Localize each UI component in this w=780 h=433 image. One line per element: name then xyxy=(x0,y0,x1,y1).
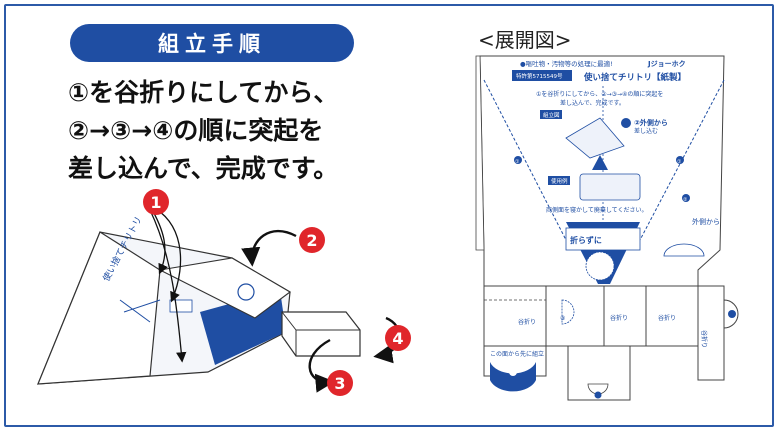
net-caution: 両側面を寝かして廃棄してください。 xyxy=(546,206,647,214)
net-title: <展開図> xyxy=(478,28,572,52)
step-badge-3: 3 xyxy=(327,370,353,396)
step-badge-4: 4 xyxy=(385,325,411,351)
step-badge-2: 2 xyxy=(299,227,325,253)
net-patent: 特許第5715549号 xyxy=(516,72,563,80)
svg-text:1: 1 xyxy=(150,193,161,212)
svg-text:谷折り: 谷折り xyxy=(700,330,708,348)
svg-text:①: ① xyxy=(515,159,520,165)
svg-text:谷折り: 谷折り xyxy=(658,314,676,322)
net-fold-label: 折らずに xyxy=(570,235,602,245)
page-frame xyxy=(4,4,774,427)
instruction-line-3: 差し込んで、完成です。 xyxy=(68,154,339,183)
instruction-line-1: ①を谷折りにしてから、 xyxy=(68,78,339,107)
net-lower-panels: この面から先に組立 谷折り ③ 谷折り 谷折り 谷折り xyxy=(483,285,739,401)
development-net-diagram: ●嘔吐物・汚物等の処理に最適! Jジョーホク 特許第5715549号 使い捨てチ… xyxy=(475,55,739,401)
net-label-usage: 使用例 xyxy=(551,177,568,185)
net-label-outside: ②外側から xyxy=(634,118,668,127)
assembled-dustpan-illustration: 使い捨てチリトリ 1 2 3 4 xyxy=(37,189,411,396)
svg-text:2: 2 xyxy=(306,231,317,250)
net-product: 使い捨てチリトリ【紙製】 xyxy=(583,72,686,83)
svg-text:③: ③ xyxy=(560,315,565,322)
svg-text:谷折り: 谷折り xyxy=(518,318,536,326)
svg-text:谷折り: 谷折り xyxy=(610,314,628,322)
net-instruction-b: 差し込んで、完成です。 xyxy=(560,99,625,107)
svg-text:3: 3 xyxy=(334,374,345,393)
net-label-assembly: 組立図 xyxy=(543,111,560,119)
assembly-instructions: ①を谷折りにしてから、 ②→③→④の順に突起を 差し込んで、完成です。 xyxy=(68,74,398,188)
net-outer-label: 外側から xyxy=(692,217,720,226)
net-label-insert: 差し込む xyxy=(634,127,658,135)
net-note: ●嘔吐物・汚物等の処理に最適! xyxy=(520,59,613,68)
net-bottom-label: この面から先に組立 xyxy=(490,350,544,358)
svg-text:4: 4 xyxy=(392,329,403,348)
svg-text:①: ① xyxy=(677,159,682,165)
section-title: 組立手順 xyxy=(70,24,354,62)
step-badge-1: 1 xyxy=(143,189,169,215)
instruction-line-2: ②→③→④の順に突起を xyxy=(68,116,324,145)
net-instruction-a: ①を谷折りにしてから、②→③→④の順に突起を xyxy=(536,90,663,98)
svg-text:②: ② xyxy=(683,197,688,203)
net-brand: Jジョーホク xyxy=(647,59,686,68)
